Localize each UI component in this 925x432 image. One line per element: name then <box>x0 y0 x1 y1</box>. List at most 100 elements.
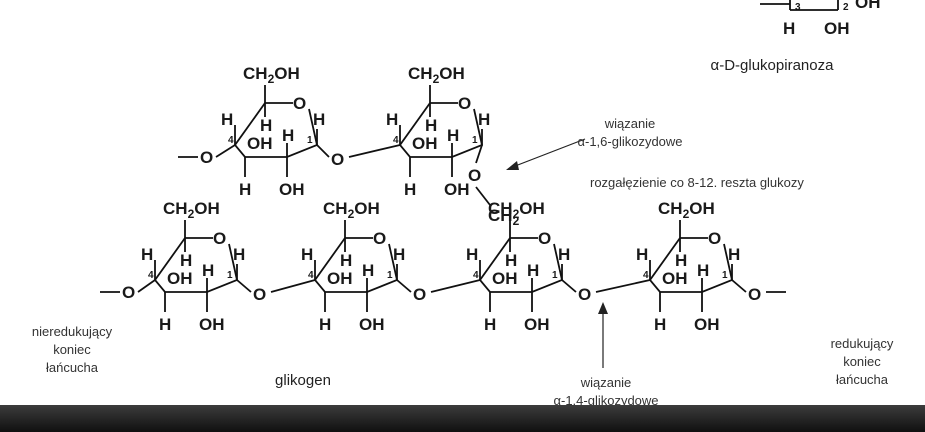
h-label: H <box>478 110 490 129</box>
glycosidic-bond <box>396 279 412 293</box>
nonreducing-label-line1: nieredukujący <box>32 324 113 339</box>
h-label: H <box>484 315 496 334</box>
nonreducing-label-line2: koniec <box>53 342 91 357</box>
ring-bond <box>153 237 239 293</box>
oh-label: OH <box>199 315 225 334</box>
ring-oxygen-label: O <box>293 94 306 113</box>
reducing-label-line2: koniec <box>843 354 881 369</box>
alpha-1-4-arrowhead <box>598 302 608 314</box>
h-label: H <box>558 245 570 264</box>
glycosidic-bond <box>475 186 491 206</box>
alpha14-label-line2: α-1,4-glikozydowe <box>553 393 658 408</box>
ch2-label: CH2 <box>488 206 520 228</box>
h-label: H <box>505 251 517 270</box>
glycosidic-bond <box>731 279 747 293</box>
h-label: H <box>180 251 192 270</box>
oh-label: OH <box>824 19 850 38</box>
h-label: H <box>386 110 398 129</box>
ring-bond <box>398 102 484 158</box>
ring-bond <box>478 237 564 293</box>
h-label: H <box>466 245 478 264</box>
ring-bond <box>233 102 319 158</box>
h-label: H <box>425 116 437 135</box>
carbon-number-4: 4 <box>473 270 479 281</box>
h-label: H <box>239 180 251 199</box>
bridge-oxygen-label: O <box>748 285 761 304</box>
ring-oxygen-label: O <box>373 229 386 248</box>
bridge-oxygen-label: O <box>253 285 266 304</box>
h-label: H <box>340 251 352 270</box>
glycogen-label: glikogen <box>275 372 331 389</box>
reducing-label-line1: redukujący <box>831 336 894 351</box>
h-label: H <box>159 315 171 334</box>
h-label: H <box>697 261 709 280</box>
h-label: H <box>260 116 272 135</box>
glycosidic-bond <box>561 279 577 293</box>
ch2oh-label: CH2OH <box>658 199 715 221</box>
oh-label: OH <box>327 269 353 288</box>
h-label: H <box>233 245 245 264</box>
h-label: H <box>783 19 795 38</box>
alpha16-label-line2: α-1,6-glikozydowe <box>577 134 682 149</box>
h-label: H <box>636 245 648 264</box>
h-label: H <box>527 261 539 280</box>
bridge-oxygen-label: O <box>413 285 426 304</box>
oh-label: OH <box>359 315 385 334</box>
alpha14-label-line1: wiązanie <box>580 375 632 390</box>
oh-label: OH <box>167 269 193 288</box>
h-label: H <box>675 251 687 270</box>
h-label: H <box>404 180 416 199</box>
carbon-number-3: 3 <box>795 2 801 13</box>
h-label: H <box>282 126 294 145</box>
glycosidic-bond <box>215 144 236 158</box>
glycosidic-bond <box>316 144 330 158</box>
glycosidic-bond <box>475 144 483 164</box>
ch2oh-label: CH2OH <box>323 199 380 221</box>
bottom-dark-band <box>0 405 925 432</box>
glycosidic-bond <box>430 279 481 293</box>
oh-label: OH <box>855 0 881 12</box>
h-label: H <box>301 245 313 264</box>
ch2oh-label: CH2OH <box>163 199 220 221</box>
oh-label: OH <box>662 269 688 288</box>
reference-caption: α-D-glukopiranoza <box>711 57 835 74</box>
reducing-label-line3: łańcucha <box>836 372 889 387</box>
bridge-oxygen-label: O <box>122 283 135 302</box>
glycosidic-bond <box>595 279 651 293</box>
ring-oxygen-label: O <box>538 229 551 248</box>
oh-label: OH <box>524 315 550 334</box>
ch2oh-label: CH2OH <box>488 199 545 221</box>
h-label: H <box>728 245 740 264</box>
bridge-oxygen-label: O <box>331 150 344 169</box>
bridge-oxygen-label: O <box>578 285 591 304</box>
h-label: H <box>447 126 459 145</box>
carbon-number-1: 1 <box>472 135 478 146</box>
h-label: H <box>319 315 331 334</box>
ch2oh-label: CH2OH <box>408 64 465 86</box>
oh-label: OH <box>444 180 470 199</box>
carbon-number-4: 4 <box>308 270 314 281</box>
h-label: H <box>654 315 666 334</box>
h-label: H <box>141 245 153 264</box>
nonreducing-label-line3: łańcucha <box>46 360 99 375</box>
ring-oxygen-label: O <box>213 229 226 248</box>
ring-bond <box>648 237 734 293</box>
alpha-1-6-arrow <box>509 138 586 169</box>
alpha16-label-line1: wiązanie <box>604 116 656 131</box>
branching-label: rozgałęzienie co 8-12. reszta glukozy <box>590 175 804 190</box>
bridge-oxygen-label: O <box>200 148 213 167</box>
carbon-number-4: 4 <box>228 135 234 146</box>
h-label: H <box>202 261 214 280</box>
oh-label: OH <box>247 134 273 153</box>
carbon-number-4: 4 <box>393 135 399 146</box>
carbon-number-1: 1 <box>722 270 728 281</box>
glycosidic-bond <box>270 279 316 293</box>
h-label: H <box>393 245 405 264</box>
